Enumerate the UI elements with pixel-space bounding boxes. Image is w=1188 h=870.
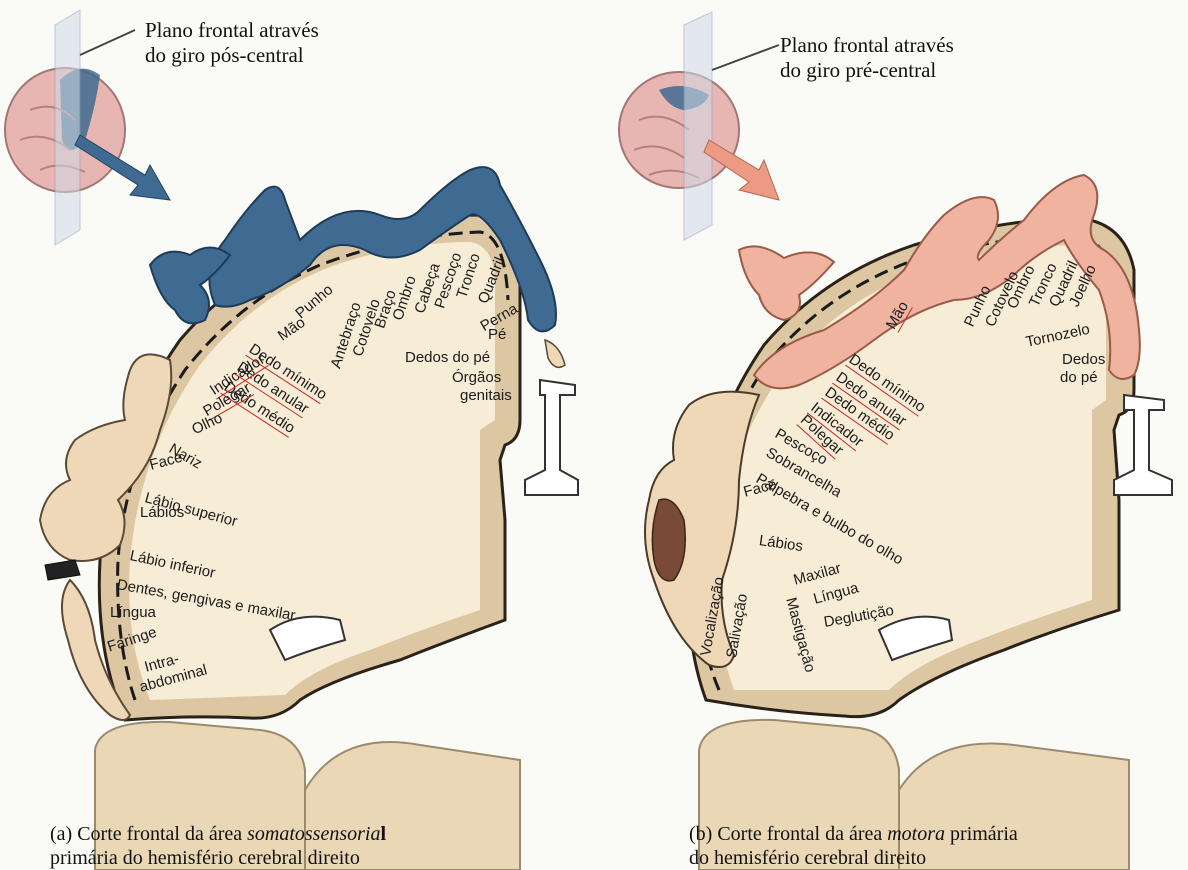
somatosensory-illustration (0, 0, 594, 870)
caption-a-line-1: (a) Corte frontal da área somatossensori… (50, 822, 386, 846)
caption-b-line-2: do hemisfério cerebral direito (689, 846, 1018, 870)
caption-a: (a) Corte frontal da área somatossensori… (50, 822, 386, 870)
panel-motor: Plano frontal através do giro pré-centra… (594, 0, 1188, 870)
label-orgaos: Órgãos (452, 370, 501, 386)
panel-somatosensory: Plano frontal através do giro pós-centra… (0, 0, 594, 870)
label-pe: Pé (488, 327, 506, 343)
caption-b-suffix: primária (945, 823, 1018, 845)
caption-b: (b) Corte frontal da área motora primári… (689, 822, 1018, 870)
plane-label-a: Plano frontal através do giro pós-centra… (145, 18, 319, 68)
plane-label-line-1: Plano frontal através (780, 33, 954, 58)
ventricle (525, 380, 578, 495)
caption-a-bold: l (380, 823, 386, 845)
label-dedos: Dedos (1062, 352, 1105, 368)
label-genitais: genitais (460, 388, 512, 404)
caption-a-prefix: (a) Corte frontal da área (50, 823, 247, 845)
caption-a-line-2: primária do hemisfério cerebral direito (50, 846, 386, 870)
plane-label-b: Plano frontal através do giro pré-centra… (780, 33, 954, 83)
plane-label-line-2: do giro pré-central (780, 58, 954, 83)
label-lingua: Língua (110, 605, 156, 621)
homunculus-foot-sensory (545, 340, 565, 367)
tongue-shape (45, 560, 80, 580)
brain-icon (619, 12, 779, 240)
homunculus-mouth (652, 499, 685, 581)
label-labios: Lábios (140, 505, 184, 521)
plane-label-line-1: Plano frontal através (145, 18, 319, 43)
caption-b-line-1: (b) Corte frontal da área motora primári… (689, 822, 1018, 846)
caption-a-italic: somatossensoria (247, 823, 380, 845)
label-do-pe: do pé (1060, 370, 1098, 386)
caption-b-prefix: (b) Corte frontal da área (689, 823, 887, 845)
caption-b-italic: motora (887, 823, 945, 845)
label-dedos-do-pe: Dedos do pé (405, 350, 490, 366)
plane-label-line-2: do giro pós-central (145, 43, 319, 68)
